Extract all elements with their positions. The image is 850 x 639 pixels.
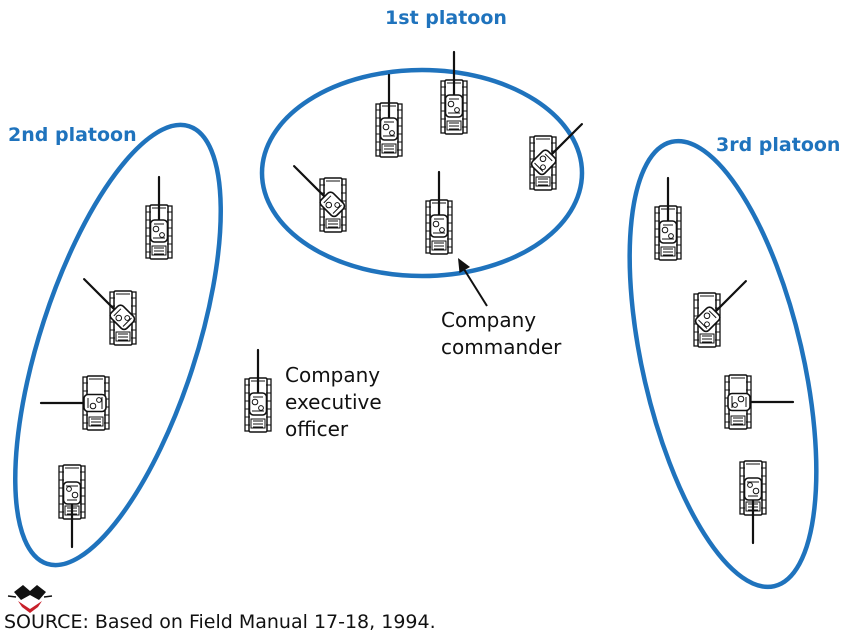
- platoon-3-outline: [627, 138, 819, 590]
- tank-icon: [39, 375, 110, 431]
- platoon-1-label: 1st platoon: [385, 7, 507, 29]
- tank-icon: [293, 165, 347, 233]
- executive-officer-label: Company executive officer: [285, 363, 388, 441]
- commander-arrowhead: [458, 258, 470, 273]
- platoon-2-outline: [13, 122, 223, 568]
- tank-icon: [440, 50, 468, 135]
- commander-label-line-1: Company: [441, 308, 536, 332]
- commander-leader-line: [461, 265, 488, 307]
- tank-icon: [375, 73, 403, 158]
- platoon-2-label: 2nd platoon: [8, 124, 137, 146]
- tank-icon: [83, 278, 137, 346]
- platoon-3-label: 3rd platoon: [716, 134, 840, 156]
- tank-icon: [693, 280, 747, 348]
- tank-icon: [739, 460, 767, 545]
- commander-label-line-2: commander: [441, 335, 562, 359]
- executive-officer-label-line-1: Company: [285, 363, 380, 387]
- tank-icon: [654, 176, 682, 261]
- source-note: SOURCE: Based on Field Manual 17-18, 199…: [4, 611, 436, 633]
- executive-officer-label-line-3: officer: [285, 417, 349, 441]
- tank-icon: [145, 175, 173, 260]
- executive-officer-tank-icon: [244, 348, 272, 433]
- tank-icon: [529, 123, 583, 191]
- watermark-logo: [7, 585, 53, 613]
- commander-tank-icon: [425, 170, 453, 255]
- tank-icon: [58, 464, 86, 549]
- platoon-1-outline: [259, 67, 585, 279]
- tank-icon: [724, 374, 795, 430]
- commander-label: Company commander: [441, 308, 562, 359]
- executive-officer-label-line-2: executive: [285, 390, 382, 414]
